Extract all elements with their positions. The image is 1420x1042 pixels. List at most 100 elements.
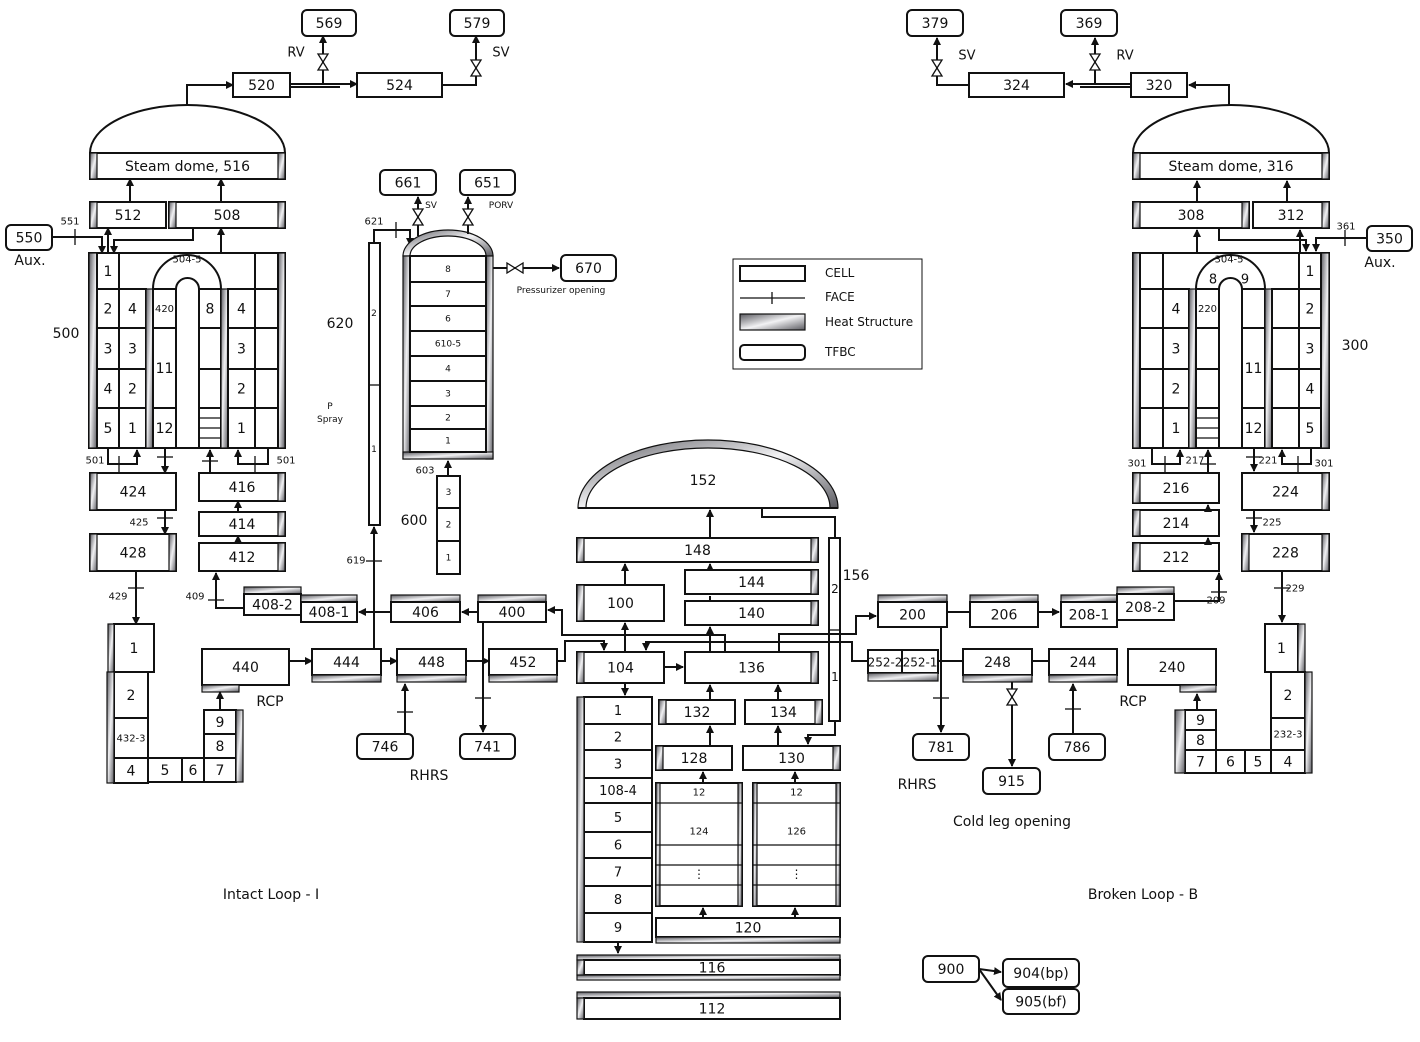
flow-line (978, 968, 1002, 1001)
sg-500-cell-label: 4 (128, 302, 137, 318)
sv-label: SV (492, 46, 509, 61)
cell-412-label: 412 (229, 550, 256, 566)
core-cell-label: 108-4 (599, 784, 637, 799)
seal-cell-label: 232-3 (1273, 730, 1302, 741)
heat-structure (396, 674, 467, 683)
sg-500-cell-label: 3 (237, 342, 246, 358)
component-156: 156 (843, 568, 870, 584)
sg-300-cell-label: 2 (1306, 302, 1315, 318)
face-225: 225 (1262, 518, 1281, 529)
heat-structure (1320, 252, 1330, 449)
face-221: 221 (1258, 456, 1277, 467)
cell-208-1-label: 208-1 (1069, 608, 1110, 624)
cell-408-2-label: 408-2 (252, 598, 293, 614)
aux-label: Aux. (1364, 255, 1395, 271)
flow-line (1312, 237, 1367, 252)
heat-structure (1174, 709, 1186, 774)
flow-line (442, 35, 480, 86)
flow-line (212, 572, 244, 609)
channel-cell: 124 (689, 827, 708, 838)
sg-300-bend-cell: 8 (1209, 273, 1217, 288)
cell (1195, 368, 1220, 409)
valve-icon (1088, 53, 1102, 71)
broken-loop-title: Broken Loop - B (1088, 887, 1198, 903)
heat-structure (810, 537, 819, 563)
tfbc-569-label: 569 (316, 16, 343, 32)
tfbc-900-label: 900 (938, 962, 965, 978)
cell-428-label: 428 (120, 546, 147, 562)
heat-structure (235, 709, 244, 783)
pressurizer-cell (409, 281, 487, 307)
cell-516-label: Steam dome, 516 (125, 159, 250, 175)
flow-line (557, 640, 608, 662)
cell-520 (232, 72, 291, 98)
cell-416 (198, 472, 286, 502)
core-cell-label: 9 (614, 921, 622, 936)
heat-structure (402, 451, 494, 460)
rhrs-label: RHRS (898, 777, 937, 793)
cell-316-label: Steam dome, 316 (1169, 159, 1294, 175)
cell-206 (969, 601, 1039, 628)
valve-icon (506, 261, 524, 275)
cell-128-label: 128 (681, 751, 708, 767)
flow-line (778, 612, 877, 652)
tfbc-746 (356, 733, 414, 760)
valve-icon (469, 59, 483, 77)
seal-cell-label: 6 (1226, 755, 1235, 771)
channel-cell: ⋮ (693, 867, 705, 881)
heat-structure (1241, 533, 1250, 572)
pressurizer-cell (409, 355, 487, 382)
cell-424-label: 424 (120, 485, 147, 501)
heat-structure (969, 594, 1039, 603)
pressurizer-cell-label: 3 (445, 390, 451, 400)
seal-cell-label: 1 (130, 641, 139, 657)
heat-structure (1321, 533, 1330, 572)
face-217: 217 (1185, 456, 1204, 467)
pressurizer-cell (409, 428, 487, 453)
cell-424 (89, 472, 177, 511)
cell (1271, 288, 1300, 329)
cell-312-label: 312 (1278, 208, 1305, 224)
face-501: 501 (85, 456, 104, 467)
cell (1271, 407, 1300, 449)
sg-300-tube-label: 220 (1198, 304, 1217, 315)
tfbc-741 (459, 733, 516, 760)
pressurizer-opening-label: Pressurizer opening (517, 286, 606, 296)
cell-416-label: 416 (229, 480, 256, 496)
heat-structure (168, 201, 177, 229)
cell-320-label: 320 (1146, 78, 1173, 94)
face-229: 229 (1285, 584, 1304, 595)
cell-512-label: 512 (115, 208, 142, 224)
tfbc-579-label: 579 (464, 16, 491, 32)
legend-hs-label: Heat Structure (825, 315, 913, 329)
p-spray-label: Spray (317, 415, 344, 425)
tfbc-379-label: 379 (922, 16, 949, 32)
cell-524-label: 524 (386, 78, 413, 94)
tfbc-904 (1002, 958, 1080, 988)
sg-500-cell-label: 4 (104, 382, 113, 398)
flow-line (186, 81, 234, 105)
legend-tfbc-swatch (739, 344, 806, 361)
valve-icon (316, 53, 330, 71)
p-spray-label: P (327, 402, 333, 412)
cell (1271, 327, 1300, 370)
cell-308-label: 308 (1178, 208, 1205, 224)
tfbc-369-label: 369 (1076, 16, 1103, 32)
cell-440-label: 440 (232, 660, 259, 676)
core-cell-label: 8 (614, 893, 622, 908)
cell-134 (744, 699, 823, 725)
flow-line (978, 967, 1002, 976)
tfbc-350-label: 350 (1376, 232, 1403, 248)
seal-cell-label: 7 (216, 763, 225, 779)
heat-structure (832, 745, 841, 771)
cell (1139, 288, 1164, 329)
spray-line-620 (368, 242, 381, 526)
cell-208-2 (1116, 593, 1175, 621)
heat-structure (107, 623, 115, 673)
sg-300-cell-label: 5 (1306, 421, 1315, 437)
heat-structure (810, 600, 819, 626)
seal-cell (1270, 671, 1306, 719)
tfbc-369 (1060, 9, 1118, 37)
cell-252-2-label: 252-2 (868, 656, 903, 670)
heat-structure (488, 674, 558, 683)
